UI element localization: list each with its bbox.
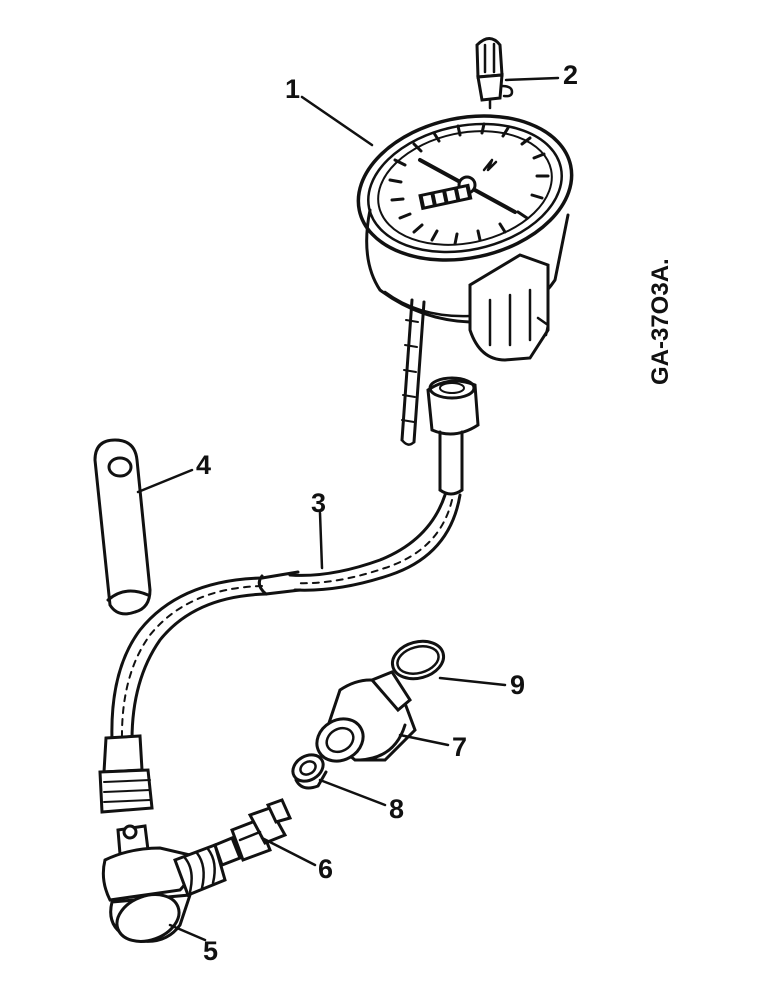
callout-7: 7	[452, 732, 467, 762]
part-3-cable	[98, 376, 480, 814]
leader-9	[438, 676, 507, 687]
part-4-bracket	[93, 438, 152, 616]
part-9-o-ring	[390, 639, 446, 681]
leader-4	[136, 468, 194, 494]
part-6-drive-shaft	[213, 798, 293, 867]
callout-4: 4	[196, 450, 211, 480]
leader-5	[168, 923, 207, 942]
callout-8: 8	[389, 794, 404, 824]
part-1-gauge	[356, 114, 574, 446]
leader-6	[260, 836, 317, 867]
callout-6: 6	[318, 854, 333, 884]
part-7-adapter	[315, 670, 417, 763]
part-2-bulb-holder	[475, 37, 514, 110]
callout-2: 2	[563, 60, 578, 90]
leader-1	[300, 95, 374, 147]
part-8-nut	[291, 753, 328, 790]
callout-9: 9	[510, 670, 525, 700]
leader-8	[318, 778, 387, 807]
callout-3: 3	[311, 488, 326, 518]
callout-5: 5	[203, 936, 218, 966]
drawing-code: GA-37O3A.	[647, 258, 674, 385]
leader-2	[504, 76, 560, 82]
leader-lines	[136, 76, 560, 942]
callouts: 1 2 3 4 5 6 7 8 9	[196, 60, 578, 966]
callout-1: 1	[285, 74, 300, 104]
leader-3	[318, 511, 324, 570]
leader-7	[398, 733, 450, 747]
part-5-angle-drive	[101, 824, 227, 943]
